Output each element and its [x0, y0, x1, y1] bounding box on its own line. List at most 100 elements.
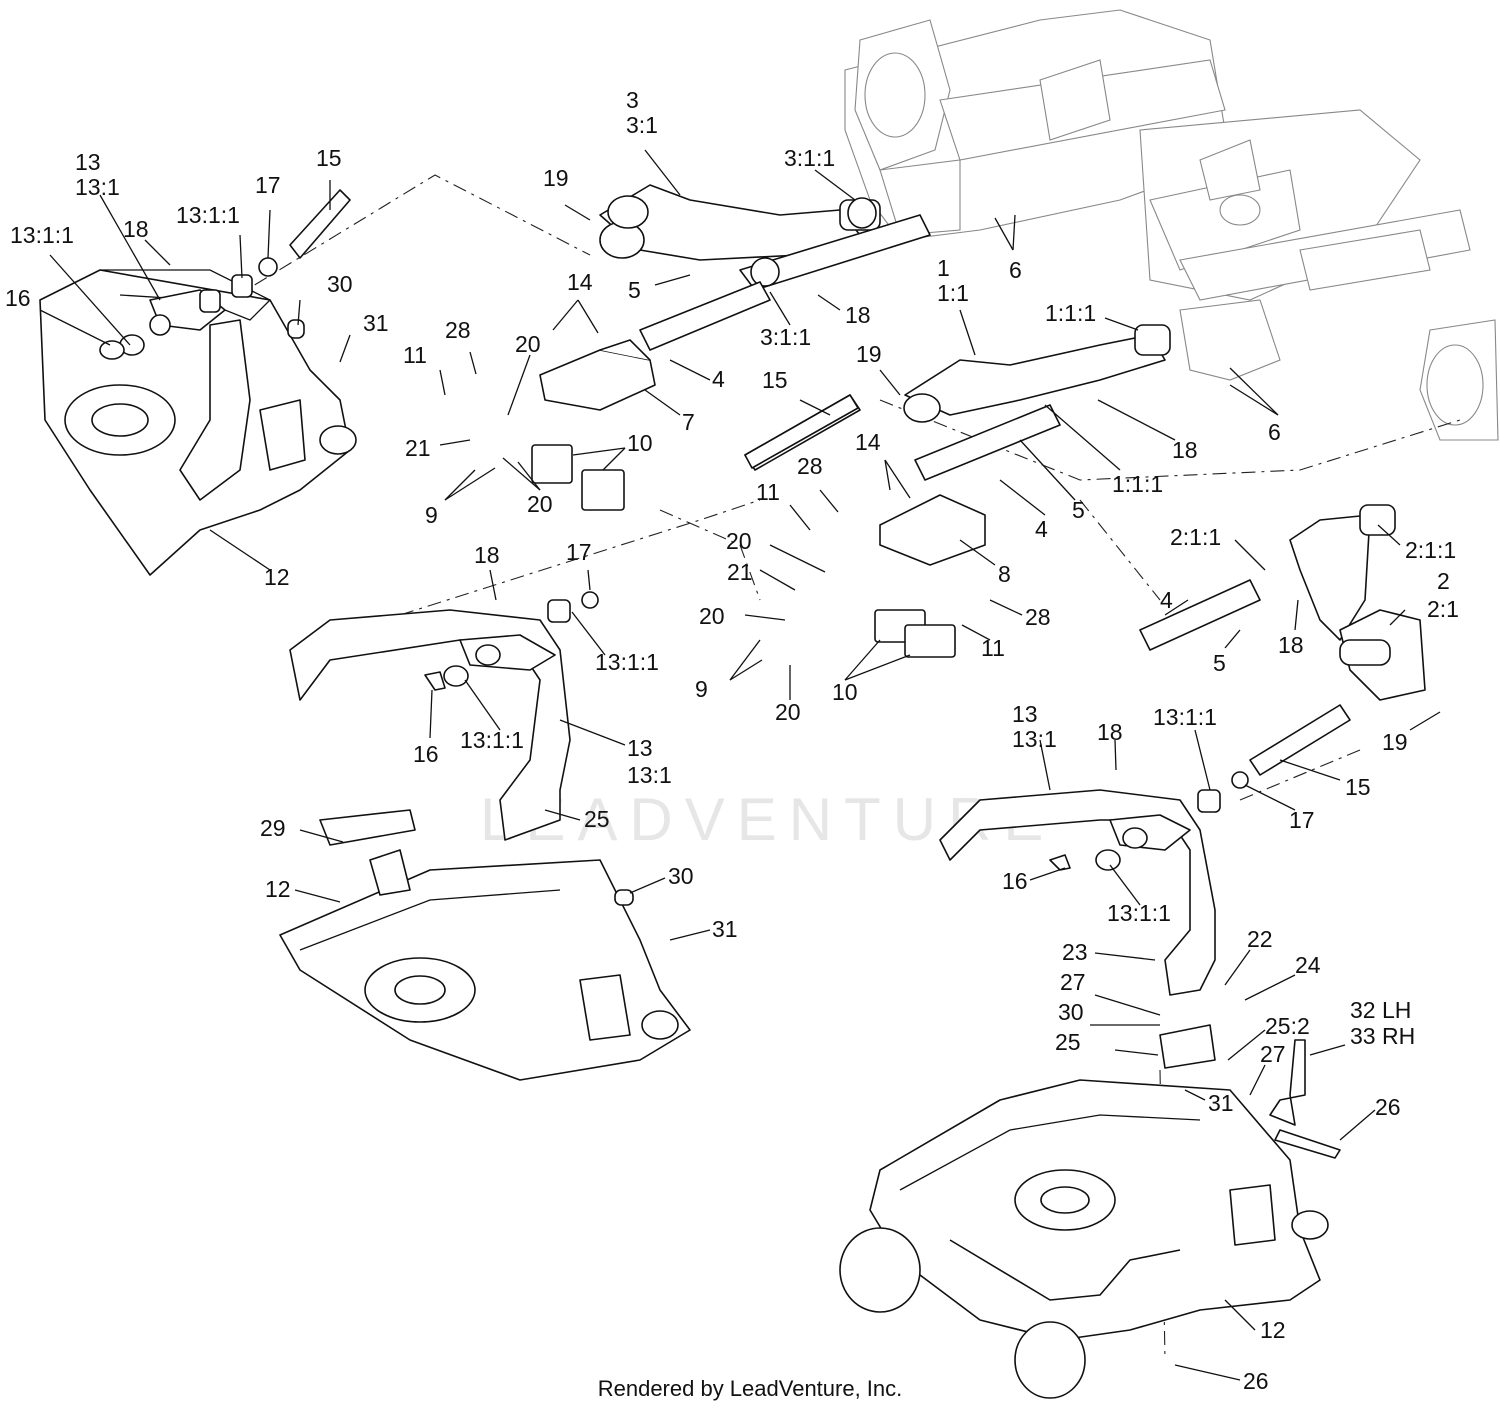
label-28: 28 [1025, 604, 1051, 630]
label-17: 17 [1289, 807, 1315, 833]
label-19: 19 [856, 341, 882, 367]
label-3-1: 3:1 [626, 112, 658, 138]
label-19: 19 [1382, 729, 1408, 755]
deck-assembly-upper-left [39, 257, 357, 576]
label-30: 30 [1058, 999, 1084, 1025]
label-21: 21 [405, 435, 431, 461]
label-13-1-1: 13:1:1 [460, 727, 524, 753]
label-11: 11 [756, 479, 780, 505]
pivot-arm-3 [599, 184, 931, 351]
label-4: 4 [1160, 587, 1173, 613]
label-20: 20 [515, 331, 541, 357]
label-12: 12 [264, 564, 290, 590]
label-1-1-1: 1:1:1 [1112, 471, 1163, 497]
label-1-1-1: 1:1:1 [1045, 300, 1096, 326]
label-3-1-1: 3:1:1 [784, 145, 835, 171]
pivot-arm-2 [1139, 504, 1426, 776]
deck-lift-frame-right [939, 771, 1341, 1159]
pins-15 [289, 189, 859, 469]
label-9: 9 [425, 502, 438, 528]
label-10: 10 [832, 679, 858, 705]
label-22: 22 [1247, 926, 1273, 952]
label-20: 20 [775, 699, 801, 725]
label-25: 25 [584, 806, 610, 832]
label-5: 5 [628, 277, 641, 303]
label-27: 27 [1060, 969, 1086, 995]
label-18: 18 [1172, 437, 1198, 463]
label-2: 2 [1437, 568, 1450, 594]
label-14: 14 [855, 429, 881, 455]
label-6: 6 [1268, 419, 1281, 445]
label-13-1: 13:1 [1012, 726, 1057, 752]
label-4: 4 [1035, 516, 1048, 542]
label-16: 16 [5, 285, 31, 311]
label-5: 5 [1213, 650, 1226, 676]
deck-lower-right [839, 1079, 1329, 1399]
label-2-1-1: 2:1:1 [1170, 524, 1221, 550]
label-13: 13 [1012, 701, 1038, 727]
label-26: 26 [1243, 1368, 1269, 1394]
label-17: 17 [255, 172, 281, 198]
label-11: 11 [981, 635, 1005, 661]
label-28: 28 [797, 453, 823, 479]
label-17: 17 [566, 539, 592, 565]
label-13-1-1: 13:1:1 [10, 222, 74, 248]
label-13-1-1: 13:1:1 [595, 649, 659, 675]
label-27: 27 [1260, 1041, 1286, 1067]
label-8: 8 [998, 561, 1011, 587]
label-25-2: 25:2 [1265, 1013, 1310, 1039]
label-19: 19 [543, 165, 569, 191]
label-2-1: 2:1 [1427, 596, 1459, 622]
label-13-1-1: 13:1:1 [1107, 900, 1171, 926]
label-18: 18 [1278, 632, 1304, 658]
label-13-1: 13:1 [75, 174, 120, 200]
label-30: 30 [668, 863, 694, 889]
deck-lift-frame-middle [289, 591, 599, 841]
label-26: 26 [1375, 1094, 1401, 1120]
label-9: 9 [695, 676, 708, 702]
label-1-1: 1:1 [937, 280, 969, 306]
leader-lines [39, 149, 1441, 1381]
label-20: 20 [527, 491, 553, 517]
label-31: 31 [1208, 1090, 1234, 1116]
label-24: 24 [1295, 952, 1321, 978]
label-21: 21 [727, 559, 753, 585]
label-14: 14 [567, 269, 593, 295]
label-13-1: 13:1 [627, 762, 672, 788]
label-1: 1 [937, 255, 950, 281]
label-20: 20 [726, 528, 752, 554]
callout-labels: 3 3:1 3:1:1 19 6 5 18 3:1:1 13 13:1 15 1… [5, 87, 1459, 1394]
bracket-8 [874, 494, 986, 658]
label-13-1-1: 13:1:1 [1153, 704, 1217, 730]
label-5: 5 [1072, 497, 1085, 523]
label-31: 31 [712, 916, 738, 942]
label-30: 30 [327, 271, 353, 297]
label-15: 15 [762, 367, 788, 393]
label-15: 15 [316, 145, 342, 171]
tractor-frame [844, 9, 1499, 441]
label-11: 11 [403, 342, 427, 368]
label-3-1-1: 3:1:1 [760, 324, 811, 350]
label-13: 13 [75, 149, 101, 175]
render-credit: Rendered by LeadVenture, Inc. [597, 1376, 903, 1401]
label-28: 28 [445, 317, 471, 343]
label-18: 18 [123, 216, 149, 242]
label-12: 12 [1260, 1317, 1286, 1343]
deck-middle-left [279, 809, 691, 1081]
label-31: 31 [363, 310, 389, 336]
label-15: 15 [1345, 774, 1371, 800]
label-16: 16 [413, 741, 439, 767]
label-18: 18 [845, 302, 871, 328]
label-33-rh: 33 RH [1350, 1023, 1415, 1049]
label-20: 20 [699, 603, 725, 629]
label-6: 6 [1009, 257, 1022, 283]
label-3: 3 [626, 87, 639, 113]
label-16: 16 [1002, 868, 1028, 894]
label-29: 29 [260, 815, 286, 841]
label-18: 18 [1097, 719, 1123, 745]
label-10: 10 [627, 430, 653, 456]
label-12: 12 [265, 876, 291, 902]
label-13-1-1: 13:1:1 [176, 202, 240, 228]
label-25: 25 [1055, 1029, 1081, 1055]
